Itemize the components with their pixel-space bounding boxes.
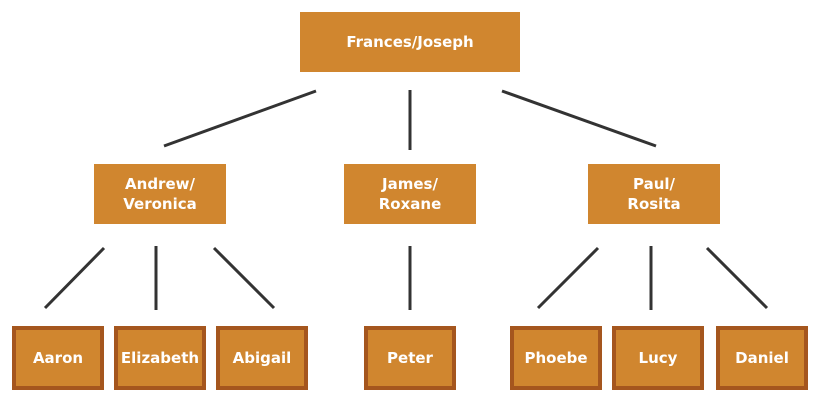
child-node-label: Lucy (638, 349, 678, 367)
couple-node-andrew-veronica: Andrew/ Veronica (94, 164, 226, 224)
child-node-label: Phoebe (524, 349, 588, 367)
child-node-abigail: Abigail (216, 326, 308, 390)
couple-node-label: Andrew/ Veronica (123, 175, 197, 213)
connector-paul-rosita-to-daniel (705, 246, 769, 310)
child-node-label: Peter (387, 349, 433, 367)
couple-node-paul-rosita: Paul/ Rosita (588, 164, 720, 224)
child-node-label: Aaron (32, 349, 84, 367)
connector-andrew-veronica-to-aaron (43, 246, 106, 310)
connector-paul-rosita-to-phoebe (536, 246, 600, 310)
root-node-label: Frances/Joseph (346, 33, 474, 51)
couple-node-james-roxane: James/ Roxane (344, 164, 476, 224)
child-node-label: Elizabeth (120, 349, 200, 367)
child-node-peter: Peter (364, 326, 456, 390)
child-node-lucy: Lucy (612, 326, 704, 390)
connector-root-to-paul-rosita (501, 89, 657, 148)
connector-root-to-andrew-veronica (163, 89, 317, 148)
couple-node-label: James/ Roxane (378, 175, 442, 213)
connector-andrew-veronica-to-abigail (212, 246, 276, 310)
couple-node-label: Paul/ Rosita (627, 175, 681, 213)
child-node-label: Abigail (232, 349, 292, 367)
child-node-daniel: Daniel (716, 326, 808, 390)
child-node-aaron: Aaron (12, 326, 104, 390)
root-node-frances-joseph: Frances/Joseph (300, 12, 520, 72)
child-node-phoebe: Phoebe (510, 326, 602, 390)
child-node-label: Daniel (735, 349, 789, 367)
child-node-elizabeth: Elizabeth (114, 326, 206, 390)
